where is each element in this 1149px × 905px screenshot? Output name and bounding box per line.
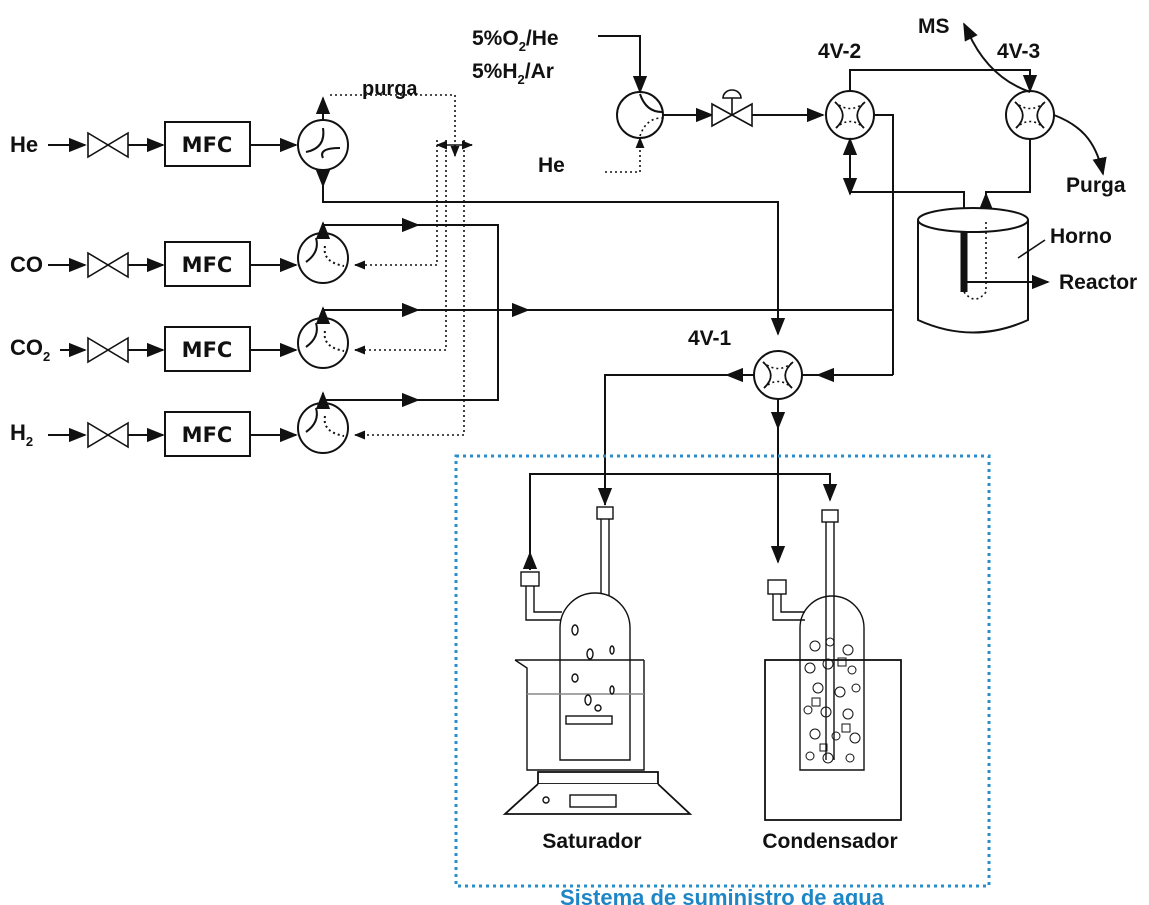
three-way-valve-h2 bbox=[297, 391, 349, 454]
gas-row-co: CO MFC bbox=[10, 241, 298, 287]
three-way-valve-co bbox=[297, 221, 349, 284]
reactor-label: Reactor bbox=[1059, 271, 1137, 294]
gas-label-co: CO bbox=[10, 252, 43, 277]
gas-label-h2: H2 bbox=[10, 420, 33, 449]
manifold-lines bbox=[322, 186, 893, 401]
three-way-valve-co2 bbox=[297, 306, 349, 369]
feed-o2-label: 5%O2/He bbox=[472, 27, 559, 54]
mfc-box bbox=[164, 411, 251, 457]
saturator bbox=[502, 506, 693, 815]
condenser bbox=[764, 509, 902, 821]
valve-label-4v2: 4V-2 bbox=[818, 40, 861, 63]
purge-arrowheads bbox=[353, 140, 474, 440]
upper-right-arrows bbox=[842, 22, 1107, 211]
water-system-title: Sistema de suministro de agua bbox=[560, 885, 885, 905]
feed-h2-label: 5%H2/Ar bbox=[472, 60, 554, 87]
three-way-valve-he bbox=[297, 96, 349, 188]
needle-valve-icon bbox=[87, 251, 129, 279]
gas-row-h2: H2 MFC bbox=[10, 411, 298, 457]
needle-valve-icon bbox=[87, 131, 129, 159]
pressure-regulator-icon bbox=[711, 89, 753, 128]
feed-selector-valve bbox=[616, 91, 664, 139]
v1-lines bbox=[604, 374, 893, 555]
ms-label: MS bbox=[918, 15, 950, 38]
v1-arrows bbox=[597, 367, 835, 564]
saturador-label: Saturador bbox=[542, 830, 641, 853]
four-way-valve-1 bbox=[753, 350, 803, 400]
mfc-label: MFC bbox=[182, 423, 233, 447]
horno-label: Horno bbox=[1050, 225, 1112, 248]
purga-out-label: Purga bbox=[1066, 174, 1126, 197]
needle-valve-icon bbox=[87, 336, 129, 364]
purga-label: purga bbox=[362, 78, 418, 100]
water-connection-lines bbox=[529, 473, 831, 555]
furnace bbox=[917, 207, 1029, 334]
mfc-label: MFC bbox=[182, 133, 233, 157]
feed-he-label: He bbox=[538, 154, 565, 177]
feed-lines bbox=[598, 35, 641, 88]
water-system-box bbox=[454, 454, 991, 888]
mfc-label: MFC bbox=[182, 338, 233, 362]
needle-valve-icon bbox=[87, 421, 129, 449]
condensador-label: Condensador bbox=[762, 830, 897, 853]
valve-label-4v1: 4V-1 bbox=[688, 327, 732, 350]
purge-lines bbox=[330, 94, 465, 436]
gas-label-he: He bbox=[10, 132, 38, 157]
four-way-valve-3 bbox=[1005, 90, 1055, 140]
four-way-valve-2 bbox=[825, 90, 875, 140]
valve-label-4v3: 4V-3 bbox=[997, 40, 1040, 63]
gas-label-co2: CO2 bbox=[10, 335, 50, 364]
mfc-label: MFC bbox=[182, 253, 233, 277]
gas-row-co2: CO2 MFC bbox=[10, 326, 298, 372]
manifold-arrows bbox=[401, 217, 786, 408]
gas-row-he: He MFC bbox=[10, 121, 298, 167]
